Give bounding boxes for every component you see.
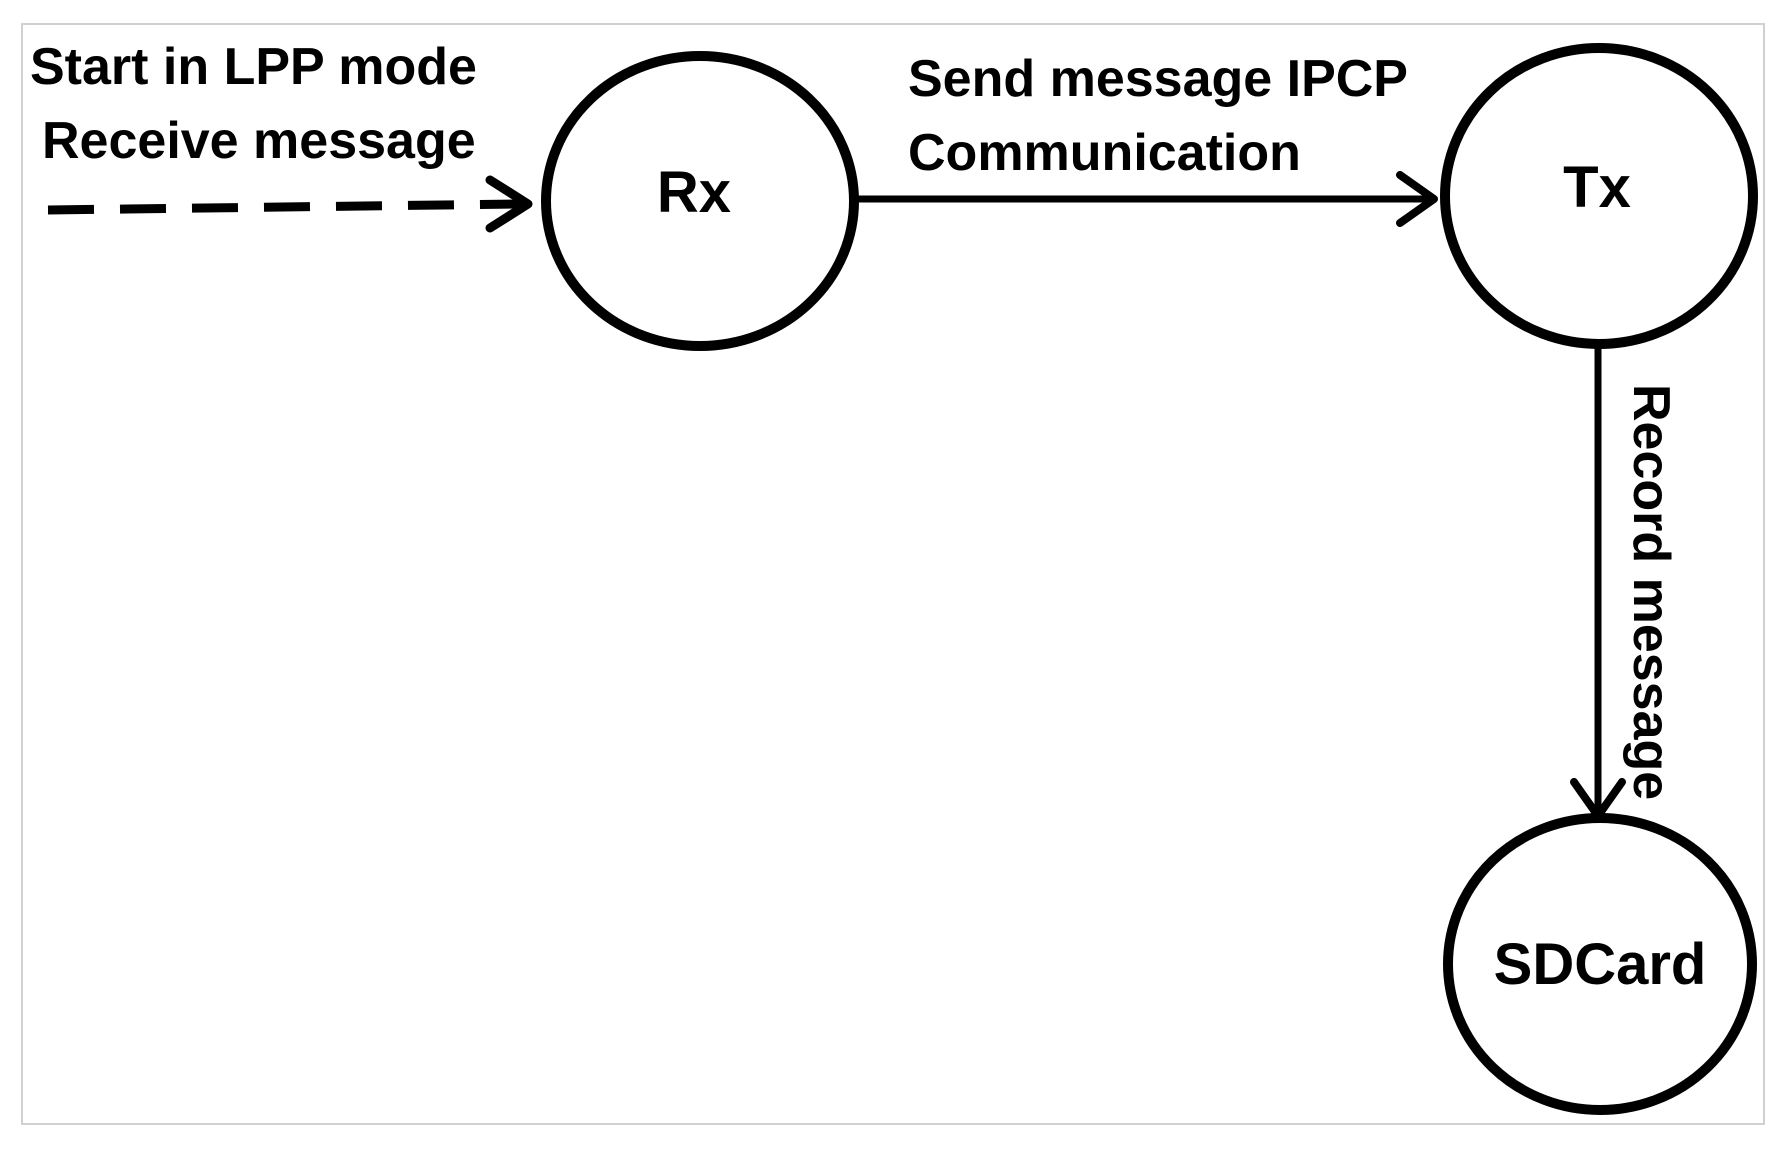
node-sdcard xyxy=(1443,813,1757,1115)
node-tx-label: Tx xyxy=(1563,155,1631,220)
node-sdcard-label: SDCard xyxy=(1494,932,1707,997)
node-tx xyxy=(1440,43,1758,349)
node-rx xyxy=(541,51,859,351)
start-label-line1: Start in LPP mode xyxy=(30,38,477,96)
start-label-line2: Receive message xyxy=(42,112,476,170)
node-rx-label: Rx xyxy=(657,160,731,225)
edge-rx-tx-label-line1: Send message IPCP xyxy=(908,50,1408,108)
diagram-frame xyxy=(21,23,1765,1125)
edge-tx-sdcard-label: Record message xyxy=(1622,384,1680,800)
start-arrowhead xyxy=(485,175,533,233)
start-dashed-arrow xyxy=(47,199,521,215)
edge-rx-tx-label-line2: Communication xyxy=(908,124,1301,182)
edge-rx-tx-arrowhead xyxy=(1396,171,1438,227)
